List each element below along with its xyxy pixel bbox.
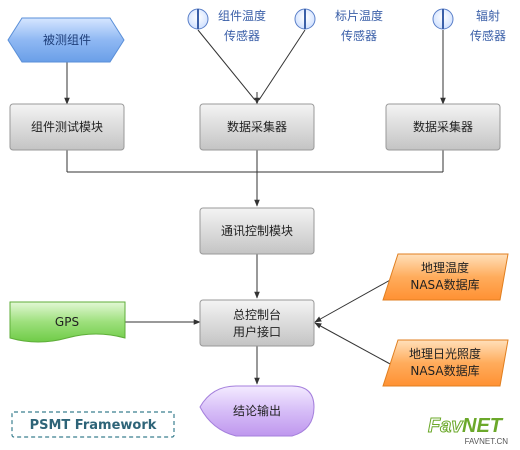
db-sun-shape — [382, 339, 509, 387]
sensor-2-label-line2: 传感器 — [341, 28, 377, 43]
sensor-1-label-line1: 组件温度 — [218, 8, 266, 23]
sensor-3-label-line1: 辐射 — [476, 8, 500, 23]
framework-badge-box — [11, 411, 175, 438]
db-sun-label-line1: 地理日光照度 — [409, 346, 481, 361]
radiation-sensor-icon — [432, 8, 454, 30]
component-test-node: 组件测试模块 — [9, 103, 125, 151]
gps-label: GPS — [55, 315, 79, 329]
sensor-1-label-line2: 传感器 — [224, 28, 260, 43]
db-temp-label-line1: 地理温度 — [421, 260, 469, 275]
db-temp-label-line2: NASA数据库 — [410, 277, 479, 292]
comm-control-label: 通讯控制模块 — [221, 224, 293, 238]
output-label: 结论输出 — [233, 403, 281, 418]
favnet-logo: Fav NET — [428, 415, 504, 438]
framework-badge: PSMT Framework — [11, 411, 175, 438]
thermometer-sensor-icon — [294, 8, 316, 30]
sensor-2: 标片温度 传感器 — [294, 8, 383, 43]
collector-2-node: 数据采集器 — [385, 103, 501, 151]
sensor-3-label-line2: 传感器 — [470, 28, 506, 43]
comm-control-box — [199, 207, 315, 255]
collector-1-box — [199, 103, 315, 151]
line-sensor1-to-collector1 — [197, 29, 256, 101]
svg-text:Fav: Fav — [428, 415, 464, 437]
component-test-box — [9, 103, 125, 151]
collector-2-box — [385, 103, 501, 151]
main-control-box — [199, 299, 315, 347]
favnet-url: FAVNET.CN — [465, 437, 509, 446]
connectors — [64, 29, 446, 385]
collector-2-label: 数据采集器 — [413, 119, 473, 134]
svg-text:NET: NET — [462, 415, 504, 437]
arrow-dbtemp-to-main — [314, 278, 393, 323]
arrow-dbsun-to-main — [314, 322, 393, 366]
input-component-label: 被测组件 — [43, 33, 91, 47]
comm-control-node: 通讯控制模块 — [199, 207, 315, 255]
sensor-2-label-line1: 标片温度 — [335, 8, 383, 23]
db-temp-node: 地理温度 NASA数据库 — [382, 253, 509, 301]
line-sensor2-to-collector1 — [258, 29, 306, 101]
component-test-label: 组件测试模块 — [31, 119, 103, 134]
main-control-node: 总控制台 用户接口 — [199, 299, 315, 347]
thermometer-sensor-icon — [187, 8, 209, 30]
main-control-label-line2: 用户接口 — [233, 324, 281, 339]
db-sun-label-line2: NASA数据库 — [410, 363, 479, 378]
db-sun-node: 地理日光照度 NASA数据库 — [382, 339, 509, 387]
collector-1-node: 数据采集器 — [199, 103, 315, 151]
favnet-watermark: Fav NET FAVNET.CN — [428, 415, 509, 447]
sensor-3: 辐射 传感器 — [432, 8, 506, 43]
gps-shape — [9, 301, 126, 343]
input-component-shape — [7, 17, 125, 63]
output-shape — [199, 385, 315, 437]
db-temp-shape — [382, 253, 509, 301]
main-control-label-line1: 总控制台 — [233, 307, 281, 322]
gps-node: GPS — [9, 301, 126, 343]
collector-1-label: 数据采集器 — [227, 119, 287, 134]
sensor-1: 组件温度 传感器 — [187, 8, 266, 43]
framework-badge-label: PSMT Framework — [30, 418, 157, 433]
input-component-node: 被测组件 — [7, 17, 125, 63]
output-node: 结论输出 — [199, 385, 315, 437]
